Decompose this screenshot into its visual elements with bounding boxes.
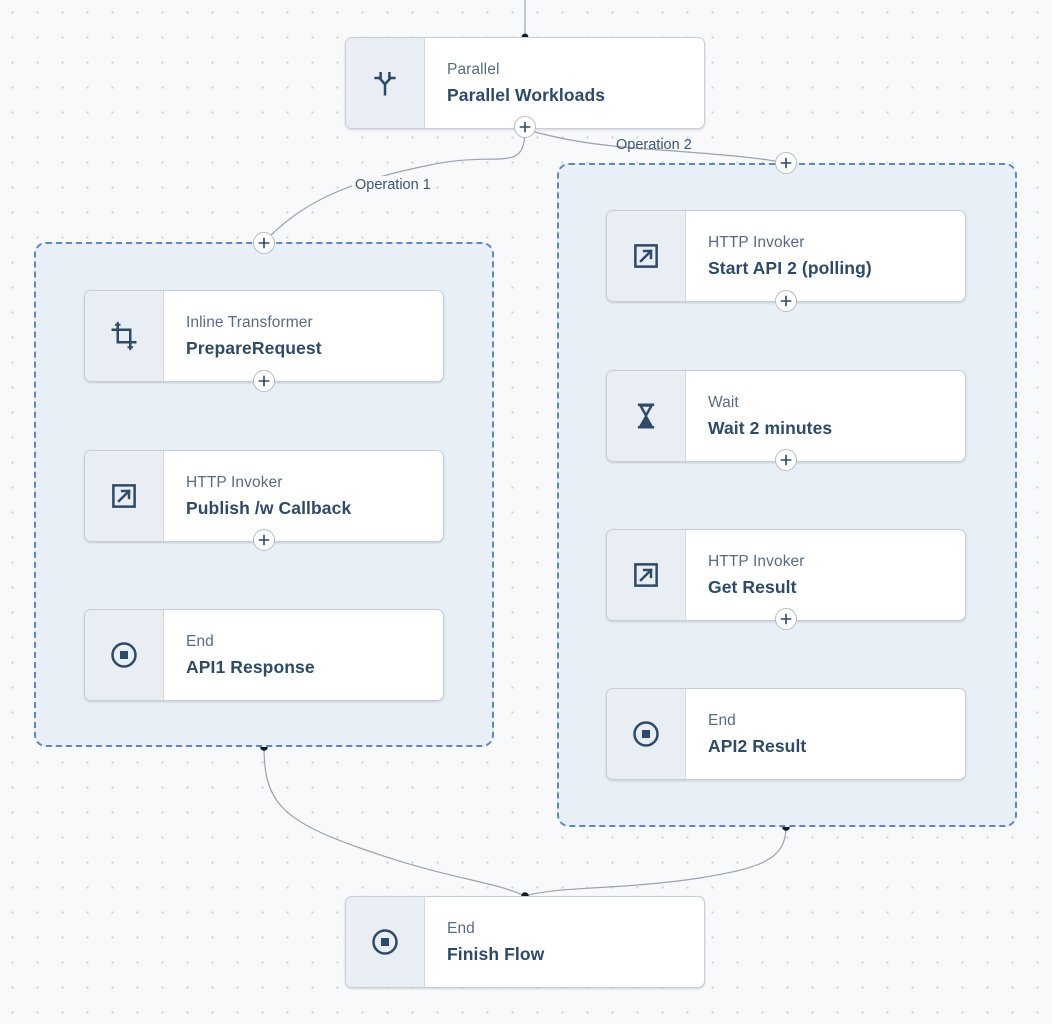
stop-circle-icon	[607, 689, 686, 779]
node-type-label: Inline Transformer	[186, 314, 313, 331]
node-publish-with-callback[interactable]: HTTP Invoker Publish /w Callback	[84, 450, 444, 542]
plus-icon	[258, 534, 270, 546]
hourglass-icon	[607, 371, 686, 461]
plus-icon	[780, 613, 792, 625]
node-wait-2-minutes[interactable]: Wait Wait 2 minutes	[606, 370, 966, 462]
node-title-label: Wait 2 minutes	[708, 418, 833, 438]
node-title-label: Finish Flow	[447, 944, 545, 964]
node-type-label: HTTP Invoker	[708, 553, 805, 570]
transform-crop-icon	[85, 291, 164, 381]
node-title-label: Start API 2 (polling)	[708, 258, 872, 278]
node-title-label: PrepareRequest	[186, 338, 322, 358]
plus-icon	[258, 237, 270, 249]
add-node-button-after-get-result[interactable]	[775, 608, 797, 630]
node-type-label: End	[708, 712, 736, 729]
stop-circle-icon	[85, 610, 164, 700]
add-node-button-after-publish-callback[interactable]	[253, 529, 275, 551]
edge-label-operation-2: Operation 2	[616, 137, 692, 153]
add-node-button-after-prepare-request[interactable]	[253, 370, 275, 392]
node-type-label: Wait	[708, 394, 739, 411]
add-node-button-after-start-api-2[interactable]	[775, 290, 797, 312]
plus-icon	[780, 157, 792, 169]
node-finish-flow[interactable]: End Finish Flow	[345, 896, 705, 988]
node-type-label: HTTP Invoker	[186, 474, 283, 491]
external-link-icon	[607, 211, 686, 301]
external-link-icon	[85, 451, 164, 541]
node-parallel-workloads[interactable]: Parallel Parallel Workloads	[345, 37, 705, 129]
node-type-label: Parallel	[447, 61, 500, 78]
plus-icon	[258, 375, 270, 387]
add-node-button-scope-2-entry[interactable]	[775, 152, 797, 174]
plus-icon	[780, 295, 792, 307]
node-title-label: API2 Result	[708, 736, 807, 756]
add-node-button-scope-1-entry[interactable]	[253, 232, 275, 254]
external-link-icon	[607, 530, 686, 620]
node-type-label: End	[447, 920, 475, 937]
fork-split-icon	[346, 38, 425, 128]
node-get-result[interactable]: HTTP Invoker Get Result	[606, 529, 966, 621]
stop-circle-icon	[346, 897, 425, 987]
plus-icon	[519, 121, 531, 133]
node-title-label: Get Result	[708, 577, 797, 597]
node-prepare-request[interactable]: Inline Transformer PrepareRequest	[84, 290, 444, 382]
node-type-label: HTTP Invoker	[708, 234, 805, 251]
node-api2-result[interactable]: End API2 Result	[606, 688, 966, 780]
edge-label-operation-1: Operation 1	[352, 176, 434, 194]
node-api1-response[interactable]: End API1 Response	[84, 609, 444, 701]
add-node-button-after-wait[interactable]	[775, 449, 797, 471]
node-title-label: Publish /w Callback	[186, 498, 352, 518]
node-title-label: Parallel Workloads	[447, 85, 606, 105]
node-type-label: End	[186, 633, 214, 650]
plus-icon	[780, 454, 792, 466]
node-title-label: API1 Response	[186, 657, 315, 677]
add-node-button-after-parallel[interactable]	[514, 116, 536, 138]
node-start-api-2[interactable]: HTTP Invoker Start API 2 (polling)	[606, 210, 966, 302]
